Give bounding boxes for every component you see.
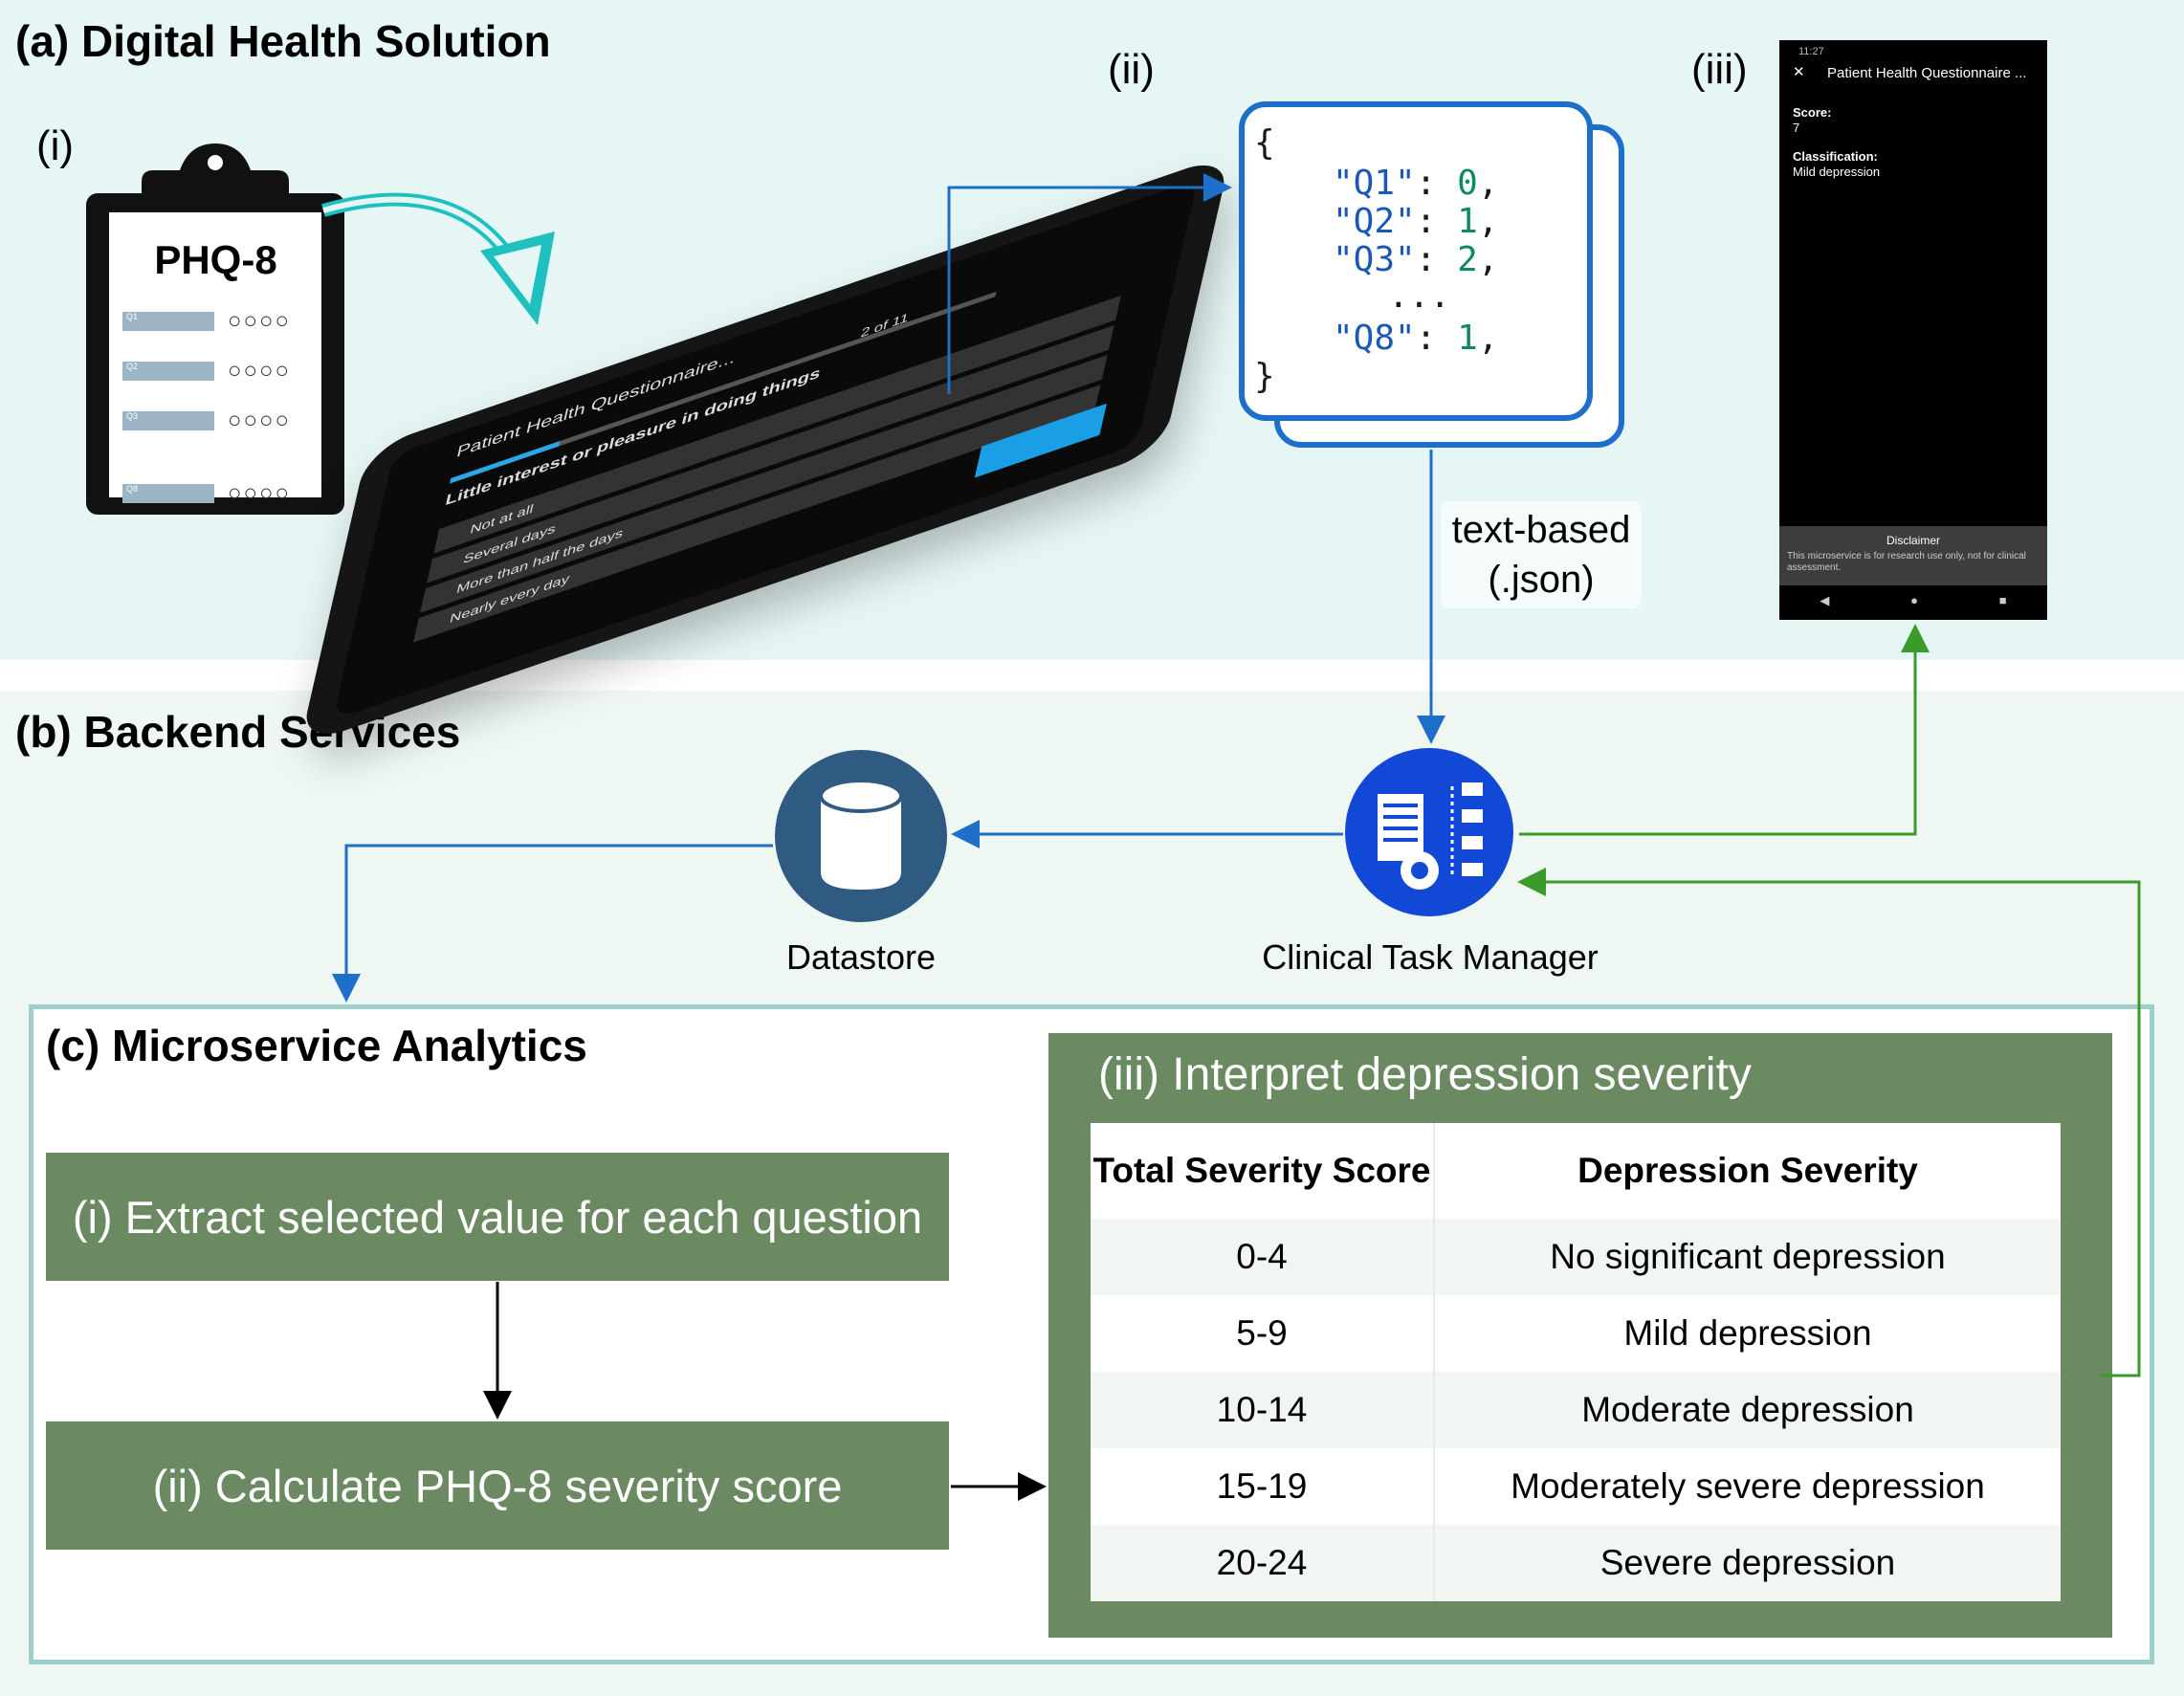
home-icon[interactable]: ● xyxy=(1910,593,1918,607)
score-range: 10-14 xyxy=(1091,1372,1435,1448)
severity-level: Moderately severe depression xyxy=(1434,1448,2061,1525)
clipboard-row-label: Q1 xyxy=(122,312,214,331)
json-line: "Q3": 2, xyxy=(1333,240,1499,279)
json-value: 1 xyxy=(1457,319,1478,358)
task-manager-label: Clinical Task Manager xyxy=(1262,937,1599,977)
table-row: 0-4 No significant depression xyxy=(1091,1219,2061,1295)
clipboard-row-label: Q2 xyxy=(122,362,214,381)
back-icon[interactable]: ◀ xyxy=(1820,593,1830,607)
text-based-line: text-based xyxy=(1451,509,1631,551)
section-c-title: (c) Microservice Analytics xyxy=(46,1021,587,1070)
label-ii: (ii) xyxy=(1108,46,1155,93)
severity-table-wrap: Total Severity Score Depression Severity… xyxy=(1091,1123,2061,1601)
disclaimer-text: This microservice is for research use on… xyxy=(1787,551,2026,573)
score-label: Score: xyxy=(1793,105,1832,120)
task-manager-icon xyxy=(1345,748,1513,916)
clipboard-row-label: Q3 xyxy=(122,411,214,430)
json-value: 1 xyxy=(1457,202,1478,241)
status-time: 11:27 xyxy=(1798,46,1824,57)
datastore-label: Datastore xyxy=(785,937,937,977)
radio-dots-icon: ○○○○ xyxy=(228,308,291,334)
json-open-brace: { xyxy=(1254,123,1275,163)
json-close-brace: } xyxy=(1254,357,1275,396)
json-ellipsis: ... xyxy=(1388,276,1451,316)
header-severity: Depression Severity xyxy=(1434,1123,2061,1219)
header-total-score: Total Severity Score xyxy=(1091,1123,1435,1219)
json-line: "Q8": 1, xyxy=(1333,319,1499,358)
clipboard-title: PHQ-8 xyxy=(154,237,277,282)
severity-level: No significant depression xyxy=(1434,1219,2061,1295)
table-row: 20-24 Severe depression xyxy=(1091,1525,2061,1601)
table-row: 5-9 Mild depression xyxy=(1091,1295,2061,1372)
json-line: "Q2": 1, xyxy=(1333,202,1499,241)
clipboard-row: Q3 ○○○○ xyxy=(122,407,333,434)
classification-label: Classification: xyxy=(1793,149,1878,164)
disclaimer-panel: Disclaimer This microservice is for rese… xyxy=(1779,526,2047,585)
json-key: "Q2" xyxy=(1333,202,1416,241)
score-range: 20-24 xyxy=(1091,1525,1435,1601)
label-i: (i) xyxy=(36,122,75,169)
datastore-icon xyxy=(775,750,947,922)
severity-panel: (iii) Interpret depression severity Tota… xyxy=(1048,1033,2112,1638)
table-row: 10-14 Moderate depression xyxy=(1091,1372,2061,1448)
score-range: 5-9 xyxy=(1091,1295,1435,1372)
json-value: 2 xyxy=(1457,240,1478,279)
label-iii: (iii) xyxy=(1691,46,1748,93)
recent-apps-icon[interactable]: ■ xyxy=(1998,593,2007,607)
score-range: 15-19 xyxy=(1091,1448,1435,1525)
clipboard-row: Q2 ○○○○ xyxy=(122,358,333,385)
step-calculate-score: (ii) Calculate PHQ-8 severity score xyxy=(46,1421,949,1550)
arrow-task-manager-to-result xyxy=(1519,624,1930,836)
clipboard-row-label: Q8 xyxy=(122,484,214,503)
clipboard-row: Q8 ○○○○ xyxy=(122,480,333,507)
radio-dots-icon: ○○○○ xyxy=(228,358,291,384)
disclaimer-title: Disclaimer xyxy=(1886,534,1940,547)
nav-bar: ◀ ● ■ xyxy=(1779,593,2047,608)
section-a-title: (a) Digital Health Solution xyxy=(15,16,551,66)
result-screen-title: Patient Health Questionnaire ... xyxy=(1827,65,2027,81)
step-extract-values: (i) Extract selected value for each ques… xyxy=(46,1153,949,1281)
table-header-row: Total Severity Score Depression Severity xyxy=(1091,1123,2061,1219)
json-value: 0 xyxy=(1457,164,1478,203)
result-phone-screen: 11:27 ✕ Patient Health Questionnaire ...… xyxy=(1779,40,2047,620)
radio-dots-icon: ○○○○ xyxy=(228,480,291,506)
close-icon[interactable]: ✕ xyxy=(1793,64,1805,80)
arrow-severity-to-task-manager xyxy=(1517,868,2141,1377)
curved-arrow-icon xyxy=(321,192,555,325)
clipboard-row: Q1 ○○○○ xyxy=(122,308,333,335)
clipboard-rows: Q1 ○○○○ Q2 ○○○○ Q3 ○○○○ Q8 ○○○○ xyxy=(122,308,333,507)
json-key: "Q3" xyxy=(1333,240,1416,279)
step-interpret-title: (iii) Interpret depression severity xyxy=(1098,1049,1752,1100)
severity-level: Moderate depression xyxy=(1434,1372,2061,1448)
json-key: "Q1" xyxy=(1333,164,1416,203)
clipboard-icon xyxy=(86,143,344,515)
json-format-line: (.json) xyxy=(1488,559,1595,601)
phq8-clipboard: PHQ-8 Q1 ○○○○ Q2 ○○○○ Q3 ○○○○ Q8 ○○○○ xyxy=(84,143,347,517)
json-card: { "Q1": 0, "Q2": 1, "Q3": 2, ... "Q8": 1… xyxy=(1239,101,1593,421)
classification-value: Mild depression xyxy=(1793,165,1881,179)
severity-level: Severe depression xyxy=(1434,1525,2061,1601)
severity-table: Total Severity Score Depression Severity… xyxy=(1091,1123,2061,1601)
severity-level: Mild depression xyxy=(1434,1295,2061,1372)
json-key: "Q8" xyxy=(1333,319,1416,358)
score-value: 7 xyxy=(1793,121,1800,135)
table-row: 15-19 Moderately severe depression xyxy=(1091,1448,2061,1525)
json-line: "Q1": 0, xyxy=(1333,164,1499,203)
radio-dots-icon: ○○○○ xyxy=(228,407,291,433)
arrow-phone-to-json xyxy=(947,173,1232,394)
score-range: 0-4 xyxy=(1091,1219,1435,1295)
text-based-json-label: text-based (.json) xyxy=(1441,501,1642,608)
arrow-datastore-to-analytics xyxy=(332,844,773,1002)
